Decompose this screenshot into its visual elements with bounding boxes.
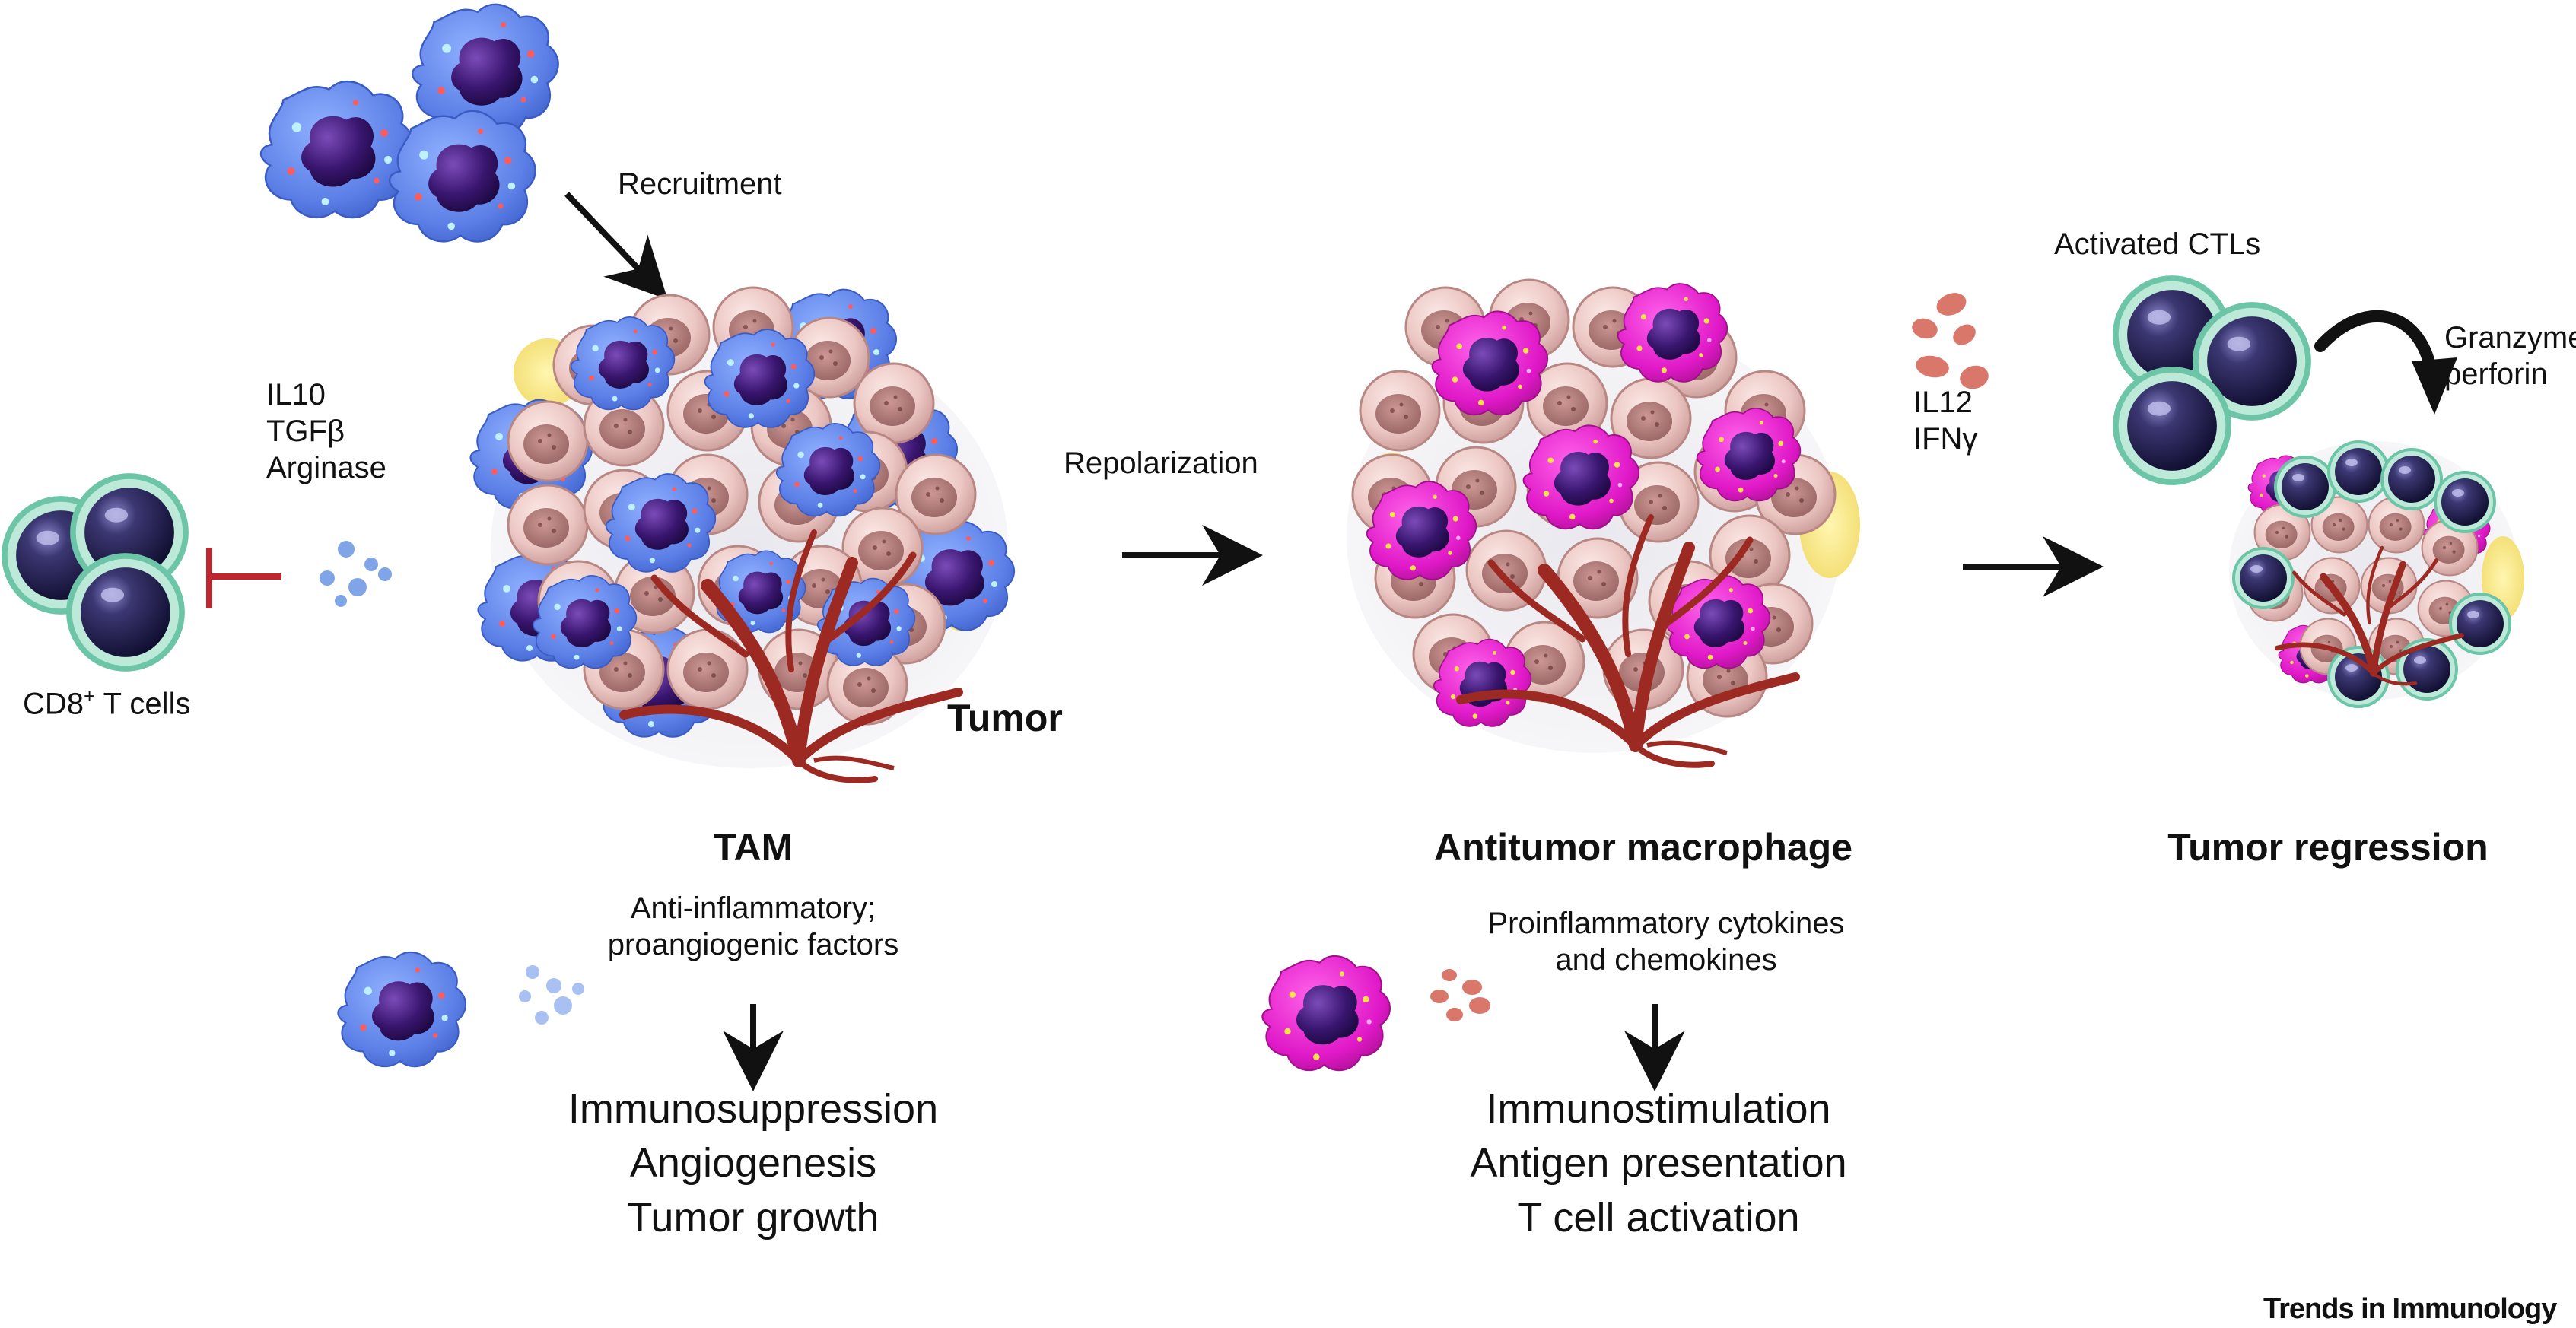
cd8-suffix: T cells [95, 687, 191, 721]
tam-outcome-3: Tumor growth [627, 1194, 879, 1241]
tam-macrophage-icon [337, 951, 466, 1068]
activated-ctls-label: Activated CTLs [2054, 227, 2261, 261]
antitumor-outcome-1: Immunostimulation [1486, 1086, 1831, 1132]
cd8-text: CD8 [23, 687, 84, 721]
immunosuppressive-factors-list: IL10 TGFβ Arginase [266, 376, 388, 486]
antitumor-macrophage-icon [1261, 955, 1391, 1072]
inhibition-symbol [206, 548, 281, 608]
repolarization-label: Repolarization [1064, 446, 1258, 480]
tam-tumor-illustration [469, 286, 1016, 780]
cd8-t-cell-cluster [5, 476, 186, 669]
antitumor-macrophage-title: Antitumor macrophage [1433, 826, 1853, 869]
tumor-label: Tumor [947, 697, 1063, 739]
proinflammatory-cytokine-blobs [1912, 293, 1989, 389]
cd8-t-cell [69, 556, 182, 669]
cd8-t-cells-label: CD8+ T cells [23, 685, 190, 722]
activated-ctl [2116, 370, 2228, 482]
recruitment-label: Recruitment [618, 167, 782, 201]
tumor-regression-title: Tumor regression [2167, 826, 2489, 869]
perforin-label: perforin [2444, 357, 2548, 391]
tam-outcomes: Immunosuppression Angiogenesis Tumor gro… [510, 1082, 997, 1245]
tam-outcome-1: Immunosuppression [568, 1086, 939, 1132]
granzyme-perforin-labels: Granzyme perforin [2444, 319, 2576, 392]
antitumor-factor-blobs [1430, 969, 1490, 1021]
recruitment-arrow [564, 192, 668, 300]
activated-ctl-cluster [2116, 278, 2308, 482]
antitumor-outcome-3: T cell activation [1517, 1194, 1800, 1241]
tam-factors-text: Anti-inflammatory; proangiogenic factors [563, 890, 943, 963]
il12-ifng-labels: IL12 IFNγ [1913, 384, 1977, 457]
il10-label: IL10 [266, 378, 326, 411]
granzyme-label: Granzyme [2444, 321, 2576, 354]
recruited-macrophage [388, 110, 536, 243]
immunosuppressive-factor-dots [320, 541, 392, 607]
antitumor-tumor-illustration [1347, 278, 1860, 765]
antitumor-factors-text: Proinflammatory cytokines and chemokines [1438, 905, 1894, 978]
cd8-superscript: + [84, 685, 96, 707]
antitumor-factors-line-1: Proinflammatory cytokines [1487, 907, 1845, 940]
arginase-label: Arginase [266, 451, 386, 484]
antitumor-outcome-2: Antigen presentation [1470, 1140, 1847, 1187]
recruited-macrophage [259, 80, 414, 219]
granzyme-arrowhead [2412, 357, 2457, 415]
antitumor-factors-line-2: and chemokines [1555, 943, 1777, 977]
regressing-tumor-illustration [2229, 440, 2524, 708]
tam-factors-line-1: Anti-inflammatory; [630, 891, 876, 925]
granzyme-curved-arrow [2314, 310, 2437, 375]
antitumor-outcomes: Immunostimulation Antigen presentation T… [1392, 1082, 1925, 1245]
tgfb-label: TGFβ [266, 415, 345, 448]
journal-credit: Trends in Immunology [2263, 1293, 2557, 1325]
tam-factor-dots [519, 965, 584, 1025]
tam-title: TAM [713, 826, 793, 869]
tam-factors-line-2: proangiogenic factors [607, 928, 899, 961]
il12-label: IL12 [1913, 386, 1973, 419]
recruited-macrophage-cluster [259, 3, 559, 243]
ifng-label: IFNγ [1913, 422, 1978, 456]
tam-outcome-2: Angiogenesis [629, 1140, 877, 1187]
